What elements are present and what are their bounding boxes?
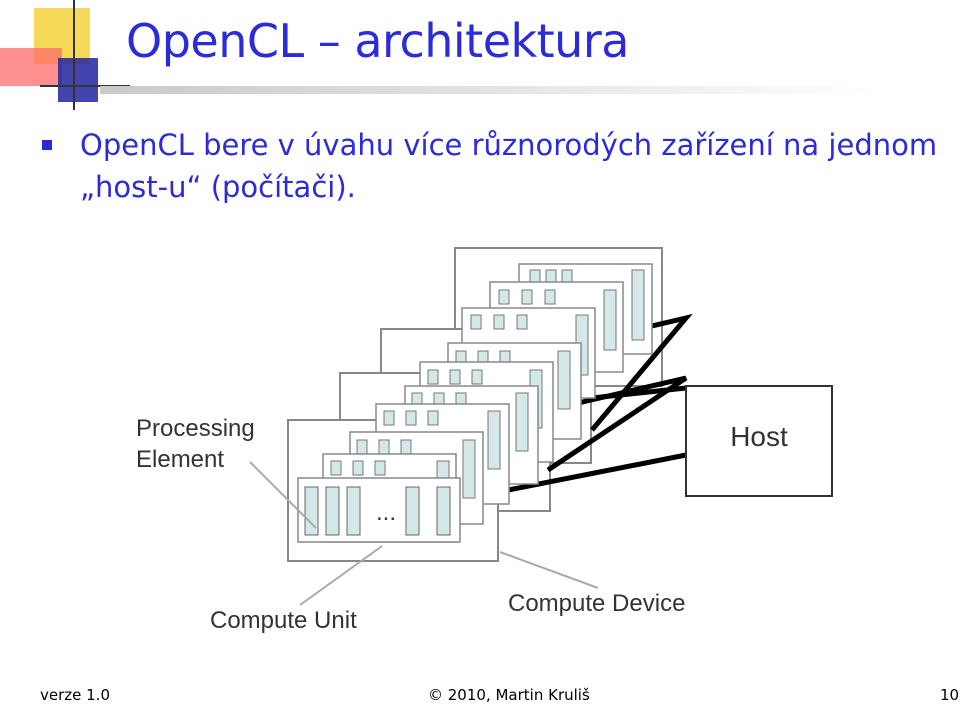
compute-device-label: Compute Device: [508, 590, 685, 617]
bullet-text: OpenCL bere v úvahu více různorodých zař…: [80, 128, 938, 204]
host-connection-line-3: [546, 375, 688, 473]
processing-element: [436, 486, 451, 536]
slide-title: OpenCL – architektura: [126, 14, 629, 68]
compute-unit-label: Compute Unit: [210, 607, 357, 634]
host-label: Host: [730, 421, 788, 452]
footer-version: verze 1.0: [40, 686, 110, 704]
processing-element-label-line1: Processing: [136, 415, 255, 442]
compute-unit-pointer: [299, 545, 383, 606]
decorative-logo: [0, 0, 130, 110]
processing-element: [304, 486, 319, 536]
processing-element: [405, 486, 420, 536]
processing-element: [325, 486, 340, 536]
compute-device-pointer: [499, 551, 599, 589]
compute-unit-front: [297, 477, 461, 543]
footer-copyright: © 2010, Martin Kruliš: [428, 686, 590, 704]
processing-element-pointer: [249, 461, 317, 529]
processing-element-label-line2: Element: [136, 446, 224, 473]
host-box: [685, 385, 833, 497]
footer-page-number: 10: [940, 686, 960, 704]
processing-element: [346, 486, 361, 536]
title-underline: [100, 86, 880, 94]
ellipsis-label: ...: [376, 499, 396, 526]
bullet-square-icon: [42, 140, 52, 150]
host-connection-line-4: [497, 452, 687, 495]
